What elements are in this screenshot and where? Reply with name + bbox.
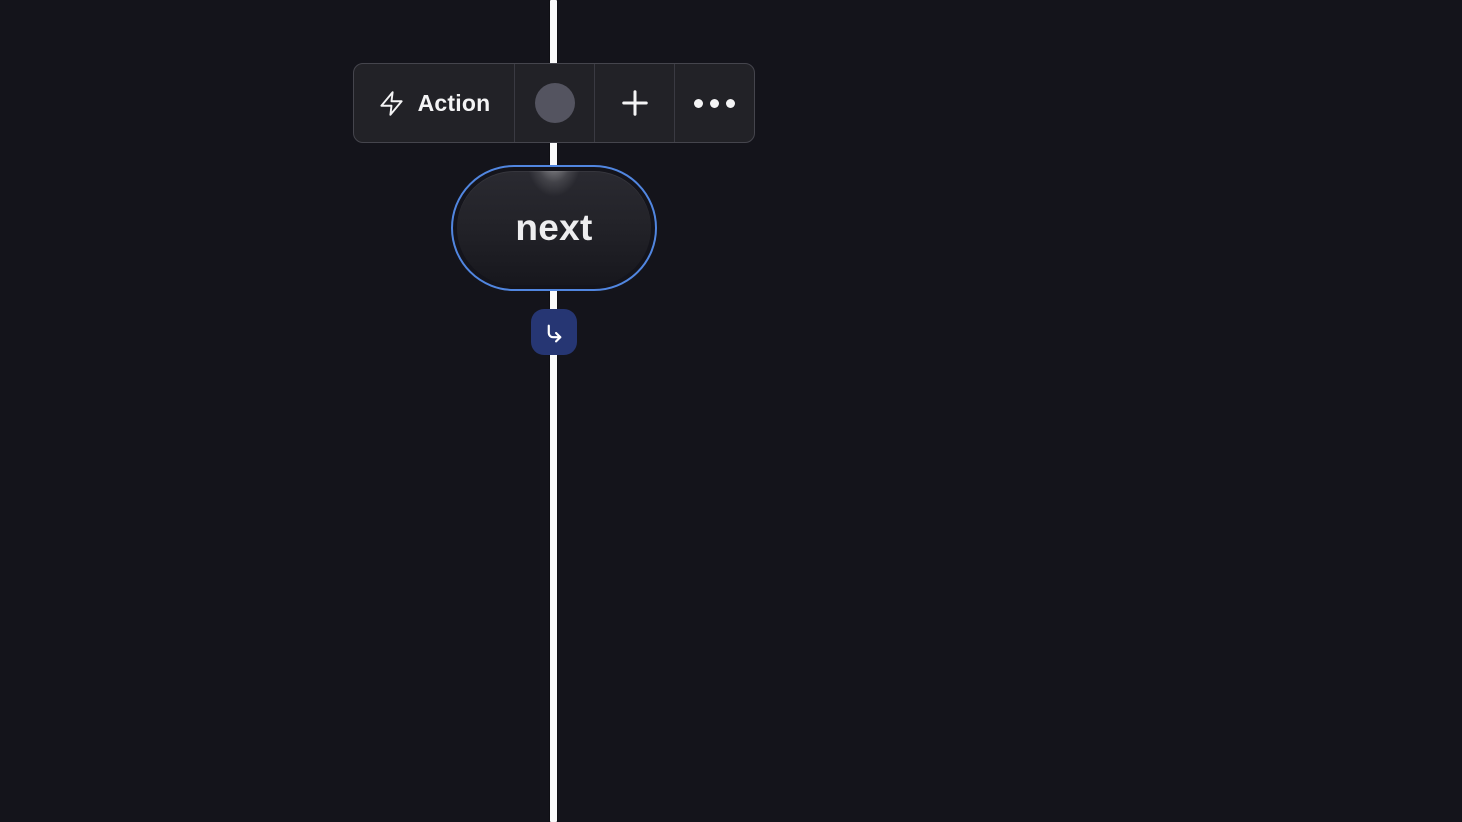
toolbar-divider: [674, 64, 675, 142]
edge-toolbar: Action: [353, 63, 755, 143]
add-step-button[interactable]: [595, 64, 674, 142]
node-body: next: [457, 171, 651, 285]
circle-swatch-icon: [534, 83, 575, 123]
toolbar-divider: [594, 64, 595, 142]
toolbar-divider: [514, 64, 515, 142]
ellipsis-icon: [694, 98, 735, 108]
input-handle-glow: [526, 171, 582, 197]
plus-icon: [617, 85, 653, 121]
workflow-edge-line: [550, 0, 557, 822]
branch-button[interactable]: [531, 309, 577, 355]
node-label: next: [515, 207, 593, 248]
add-action-button[interactable]: Action: [354, 64, 514, 142]
color-swatch-button[interactable]: [515, 64, 594, 142]
add-action-label: Action: [417, 89, 491, 116]
zap-icon: [378, 90, 405, 117]
corner-down-right-icon: [542, 320, 567, 345]
node-next[interactable]: next: [451, 165, 657, 291]
more-options-button[interactable]: [675, 64, 754, 142]
